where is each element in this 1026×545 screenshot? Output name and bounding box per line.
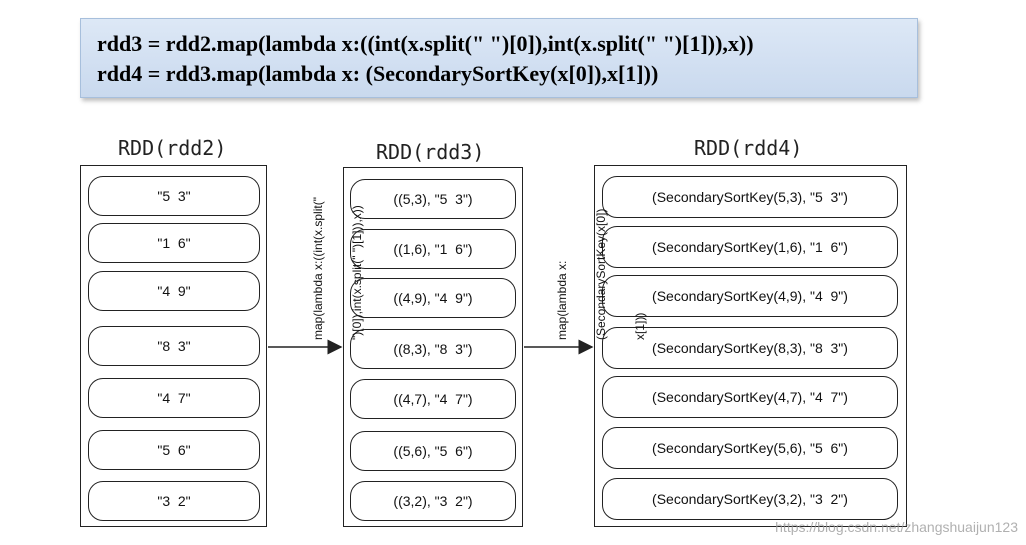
map-label-2: map(lambda x: (SecondarySortKey(x[0]) x[… [530,209,660,340]
rdd3-item: ((8,3), "8 3") [350,329,516,369]
rdd2-title: RDD(rdd2) [118,136,227,160]
map-label-2-line-3: x[1])) [633,312,647,340]
code-banner: rdd3 = rdd2.map(lambda x:((int(x.split("… [80,18,918,98]
rdd4-item: (SecondarySortKey(4,7), "4 7") [602,376,898,418]
rdd4-item: (SecondarySortKey(3,2), "3 2") [602,478,898,520]
rdd2-item: "5 6" [88,430,260,470]
rdd4-item: (SecondarySortKey(4,9), "4 9") [602,275,898,317]
rdd3-item: ((1,6), "1 6") [350,229,516,269]
rdd2-item: "8 3" [88,326,260,366]
map-label-2-line-2: (SecondarySortKey(x[0]) [594,208,608,340]
rdd3-item: ((4,7), "4 7") [350,379,516,419]
rdd4-item: (SecondarySortKey(5,3), "5 3") [602,176,898,218]
rdd3-item: ((4,9), "4 9") [350,278,516,318]
rdd4-item: (SecondarySortKey(8,3), "8 3") [602,327,898,369]
rdd3-item: ((3,2), "3 2") [350,481,516,521]
rdd4-item: (SecondarySortKey(5,6), "5 6") [602,427,898,469]
rdd3-title: RDD(rdd3) [376,140,485,164]
rdd2-item: "3 2" [88,481,260,521]
rdd4-title: RDD(rdd4) [694,136,803,160]
rdd2-item: "1 6" [88,223,260,263]
map-label-1-line-1: map(lambda x:((int(x.split(" [311,197,325,340]
code-line-rdd3: rdd3 = rdd2.map(lambda x:((int(x.split("… [97,31,754,56]
rdd3-item: ((5,6), "5 6") [350,431,516,471]
rdd3-item: ((5,3), "5 3") [350,179,516,219]
map-label-1-line-2: ")[0]),int(x.split(" ")[1])),x)) [350,205,364,340]
watermark: https://blog.csdn.net/zhangshuaijun123 [775,519,1018,535]
code-line-rdd4: rdd4 = rdd3.map(lambda x: (SecondarySort… [97,61,659,86]
map-label-1: map(lambda x:((int(x.split(" ")[0]),int(… [286,197,377,340]
rdd2-item: "4 7" [88,378,260,418]
rdd2-item: "4 9" [88,271,260,311]
rdd2-item: "5 3" [88,176,260,216]
map-label-2-line-1: map(lambda x: [555,260,569,340]
rdd4-item: (SecondarySortKey(1,6), "1 6") [602,226,898,268]
